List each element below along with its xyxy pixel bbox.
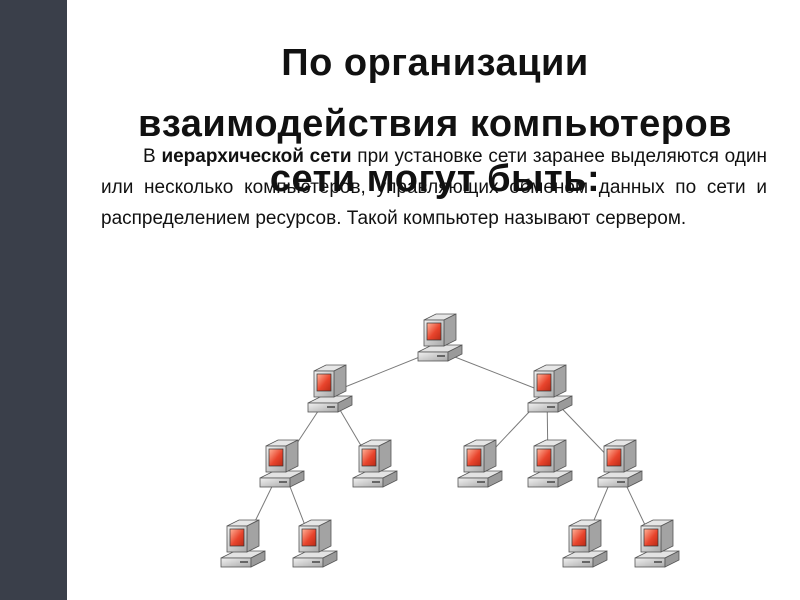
computer-icon	[562, 519, 608, 568]
server-computer-icon	[417, 313, 463, 362]
computer-icon	[307, 364, 353, 413]
computer-icon	[457, 439, 503, 488]
computer-icon	[527, 439, 573, 488]
slide-title-line-3: сети могут быть:	[269, 158, 601, 200]
body-paragraph: В иерархической сети при установке сети …	[101, 141, 767, 234]
left-sidebar-bar	[0, 0, 67, 600]
paragraph-suffix: при установке сети заранее выделяются од…	[101, 146, 768, 229]
computer-icon	[292, 519, 338, 568]
computer-icon	[597, 439, 643, 488]
network-links	[242, 349, 656, 547]
slide-title-line-2: взаимодействия компьютеров	[137, 103, 733, 145]
paragraph-bold-term: иерархической сети	[161, 146, 352, 167]
computer-icon	[634, 519, 680, 568]
computer-icon	[220, 519, 266, 568]
paragraph-prefix: В	[143, 146, 162, 167]
computer-icon	[259, 439, 305, 488]
computer-icon	[527, 364, 573, 413]
slide-title-line-1: По организации	[281, 42, 589, 84]
computer-icon	[352, 439, 398, 488]
